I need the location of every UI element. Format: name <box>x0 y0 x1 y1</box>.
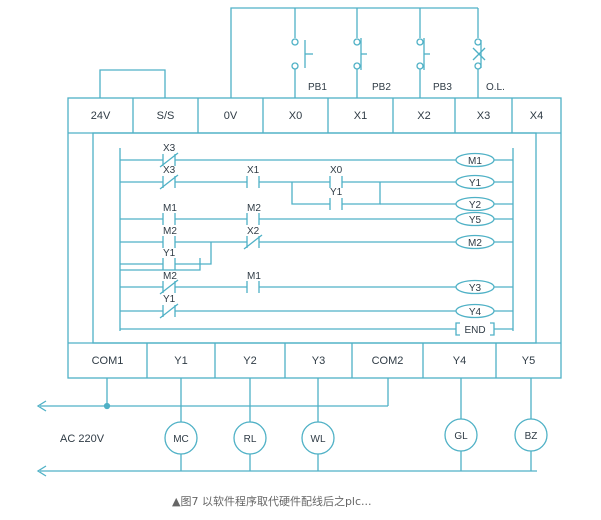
terminal-x3: X3 <box>476 109 491 122</box>
label-supply: AC 220V <box>60 433 105 445</box>
program-area <box>92 132 537 344</box>
terminal-x4: X4 <box>529 109 544 122</box>
label-r4-c1: M1 <box>163 203 177 214</box>
label-pb2: PB2 <box>372 82 391 93</box>
arrow-left-bottom <box>36 465 47 477</box>
label-r2-c2: X1 <box>247 165 260 176</box>
label-pb3: PB3 <box>433 82 452 93</box>
terminal-24v: 24V <box>90 109 111 122</box>
label-coil-y2: Y2 <box>469 200 482 211</box>
label-r6-contact: Y1 <box>163 248 176 259</box>
label-rl: RL <box>244 434 257 445</box>
terminal-y3: Y3 <box>311 354 326 367</box>
label-bz: BZ <box>525 431 538 442</box>
terminal-ss: S/S <box>156 109 175 122</box>
input-common-bus <box>230 7 478 98</box>
rung-2 <box>120 174 513 210</box>
label-r8-contact: Y1 <box>163 294 176 305</box>
terminal-0v: 0V <box>223 109 238 122</box>
pb3-switch <box>416 38 430 98</box>
terminal-com2: COM2 <box>371 354 404 367</box>
label-r5-c1: M2 <box>163 226 177 237</box>
label-r7-c1: M2 <box>163 271 177 282</box>
label-ol: O.L. <box>486 82 505 93</box>
pb1-switch <box>291 38 313 98</box>
jumper-24v-ss <box>99 69 166 98</box>
label-r2-c3: X0 <box>330 165 343 176</box>
label-r4-c2: M2 <box>247 203 261 214</box>
rung-5 <box>120 234 513 271</box>
plc-body <box>67 97 562 379</box>
overload-contact <box>472 38 486 98</box>
terminal-y2: Y2 <box>243 354 257 367</box>
label-coil-m2: M2 <box>468 238 482 249</box>
label-coil-m1: M1 <box>468 156 482 167</box>
label-coil-y3: Y3 <box>469 283 482 294</box>
terminal-com1: COM1 <box>91 354 124 367</box>
label-r7-c2: M1 <box>247 271 261 282</box>
rung-1 <box>120 152 513 168</box>
label-coil-y1: Y1 <box>469 178 482 189</box>
pb2-switch <box>353 38 367 98</box>
label-end: END <box>464 325 485 336</box>
figure-caption: ▲图7 以软件程序取代硬件配线后之plc... <box>172 495 372 508</box>
label-pb1: PB1 <box>308 82 327 93</box>
terminal-y5: Y5 <box>521 354 536 367</box>
rung-7 <box>120 279 513 295</box>
rung-3 <box>380 196 513 212</box>
terminal-y1: Y1 <box>174 354 188 367</box>
label-coil-y5: Y5 <box>469 215 482 226</box>
label-mc: MC <box>173 434 189 445</box>
terminal-x2: X2 <box>417 109 431 122</box>
label-r1-contact: X3 <box>163 143 176 154</box>
label-wl: WL <box>311 434 326 445</box>
label-r5-c2: X2 <box>247 226 260 237</box>
end-rung <box>120 322 513 336</box>
terminal-x0: X0 <box>288 109 303 122</box>
arrow-left-top <box>36 400 47 412</box>
label-coil-y4: Y4 <box>469 307 482 318</box>
label-gl: GL <box>454 431 468 442</box>
terminal-y4: Y4 <box>452 354 467 367</box>
rung-8 <box>120 303 513 319</box>
label-r2-c1: X3 <box>163 165 176 176</box>
terminal-x1: X1 <box>353 109 368 122</box>
rung-4 <box>120 211 513 227</box>
label-r3-contact: Y1 <box>330 187 343 198</box>
